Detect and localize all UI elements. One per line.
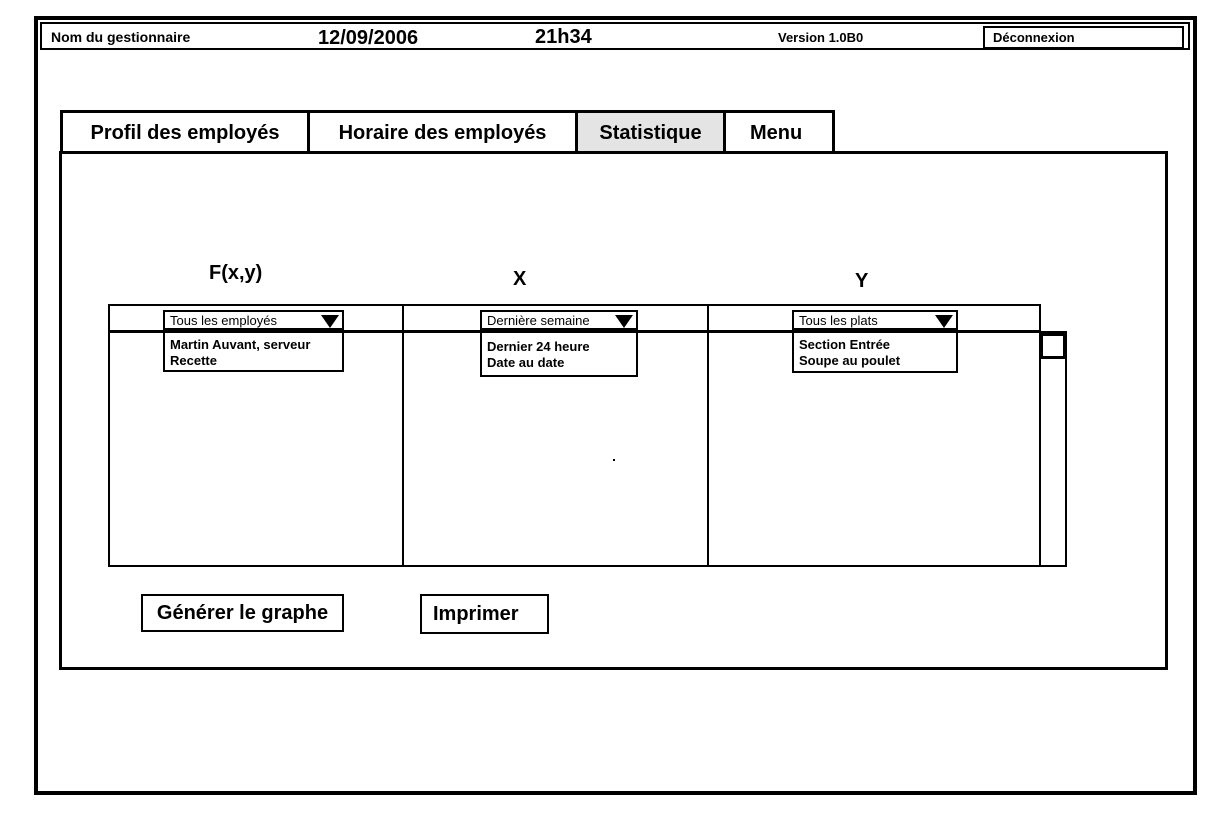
table-scrollbar[interactable] <box>1039 331 1067 567</box>
tab-statistics[interactable]: Statistique <box>575 110 726 154</box>
function-select-value: Tous les employés <box>170 313 277 328</box>
x-period-select[interactable]: Dernière semaine <box>480 310 638 330</box>
column-divider <box>402 304 404 567</box>
header-bar <box>40 22 1190 50</box>
generate-graph-button[interactable]: Générer le graphe <box>141 594 344 632</box>
scrollbar-thumb[interactable] <box>1040 333 1066 359</box>
manager-name-label: Nom du gestionnaire <box>51 29 191 45</box>
statistics-panel <box>59 151 1168 670</box>
dropdown-arrow-icon[interactable] <box>321 315 339 328</box>
x-period-option[interactable]: Dernier 24 heure <box>487 339 590 354</box>
x-period-select-value: Dernière semaine <box>487 313 590 328</box>
tab-employee-schedule[interactable]: Horaire des employés <box>307 110 578 154</box>
tab-menu[interactable]: Menu <box>723 110 835 154</box>
function-option[interactable]: Martin Auvant, serveur <box>170 337 311 352</box>
y-axis-title: Y <box>855 270 869 292</box>
x-period-options-list: Dernier 24 heure Date au date <box>480 331 638 377</box>
x-axis-title: X <box>513 268 527 290</box>
print-button[interactable]: Imprimer <box>420 594 549 634</box>
function-options-list: Martin Auvant, serveur Recette <box>163 331 344 372</box>
stray-dot <box>613 459 615 461</box>
logout-button[interactable]: Déconnexion <box>983 26 1184 49</box>
window-frame <box>34 16 1197 795</box>
y-dish-select-value: Tous les plats <box>799 313 878 328</box>
y-dish-options-list: Section Entrée Soupe au poulet <box>792 331 958 373</box>
version-label: Version 1.0B0 <box>778 30 864 45</box>
y-dish-option[interactable]: Soupe au poulet <box>799 353 901 368</box>
dropdown-arrow-icon[interactable] <box>935 315 953 328</box>
y-dish-select[interactable]: Tous les plats <box>792 310 958 330</box>
function-axis-title: F(x,y) <box>209 262 263 284</box>
column-divider <box>707 304 709 567</box>
x-period-option[interactable]: Date au date <box>487 355 565 370</box>
tab-employee-profile[interactable]: Profil des employés <box>60 110 310 154</box>
dropdown-arrow-icon[interactable] <box>615 315 633 328</box>
current-date: 12/09/2006 <box>318 27 419 49</box>
function-option[interactable]: Recette <box>170 353 217 368</box>
function-select[interactable]: Tous les employés <box>163 310 344 330</box>
y-dish-option[interactable]: Section Entrée <box>799 337 891 352</box>
current-time: 21h34 <box>535 26 592 48</box>
